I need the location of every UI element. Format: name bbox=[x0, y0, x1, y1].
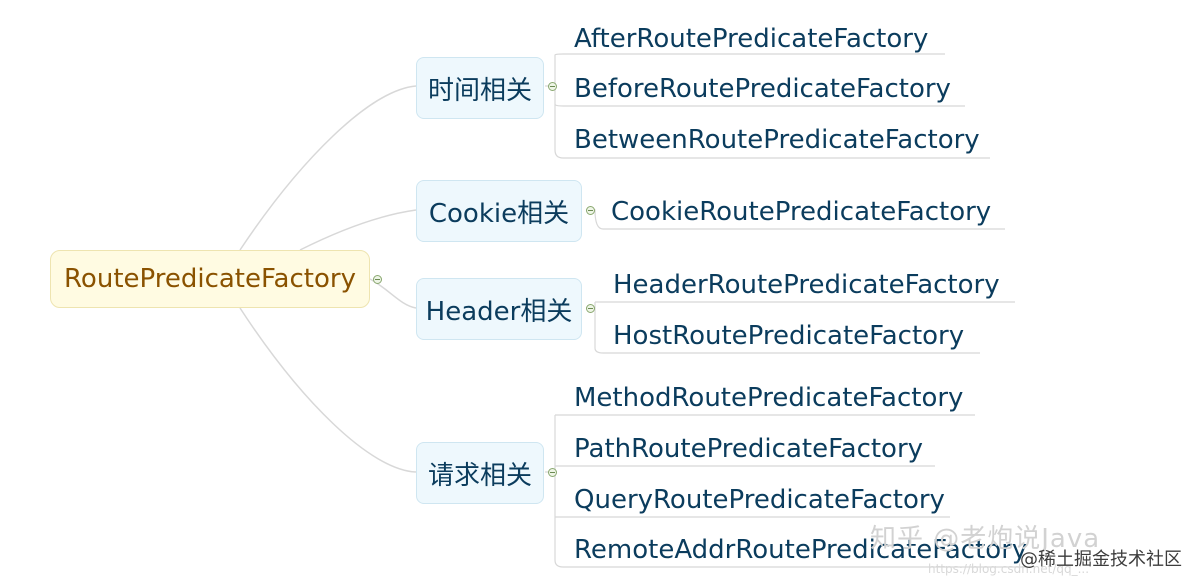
watermark-community: @稀土掘金技术社区 bbox=[1020, 549, 1182, 570]
leaf-item[interactable]: HeaderRoutePredicateFactory bbox=[613, 270, 1000, 300]
category-node-header[interactable]: Header相关 bbox=[416, 278, 582, 340]
leaf-item[interactable]: RemoteAddrRoutePredicateFactory bbox=[574, 535, 1028, 565]
category-node-request[interactable]: 请求相关 bbox=[416, 442, 544, 504]
root-label: RoutePredicateFactory bbox=[64, 264, 356, 294]
leaf-item[interactable]: BetweenRoutePredicateFactory bbox=[574, 125, 980, 155]
connector-root-time bbox=[239, 85, 417, 251]
watermark-text: 知乎 @老炮说Java bbox=[870, 524, 1101, 554]
category-node-cookie[interactable]: Cookie相关 bbox=[416, 180, 582, 242]
category-label: Header相关 bbox=[425, 296, 573, 327]
category-collapse-icon[interactable] bbox=[548, 468, 557, 477]
category-label: Cookie相关 bbox=[428, 198, 570, 229]
root-collapse-icon[interactable] bbox=[373, 275, 382, 284]
leaf-item[interactable]: AfterRoutePredicateFactory bbox=[574, 24, 929, 54]
leaf-item[interactable]: HostRoutePredicateFactory bbox=[613, 321, 965, 351]
leaf-item[interactable]: BeforeRoutePredicateFactory bbox=[574, 74, 951, 104]
category-node-time[interactable]: 时间相关 bbox=[416, 57, 544, 119]
leaf-item[interactable]: CookieRoutePredicateFactory bbox=[611, 197, 992, 227]
connector-root-request bbox=[239, 307, 417, 473]
category-label: 时间相关 bbox=[427, 75, 532, 106]
category-collapse-icon[interactable] bbox=[586, 206, 595, 215]
leaf-item[interactable]: MethodRoutePredicateFactory bbox=[574, 383, 964, 413]
category-collapse-icon[interactable] bbox=[586, 304, 595, 313]
leaf-item[interactable]: QueryRoutePredicateFactory bbox=[574, 485, 945, 515]
connector-root-cookie bbox=[299, 209, 417, 251]
category-collapse-icon[interactable] bbox=[548, 82, 557, 91]
category-label: 请求相关 bbox=[427, 460, 532, 491]
bracket-cookie bbox=[590, 209, 1005, 230]
root-node[interactable]: RoutePredicateFactory bbox=[50, 250, 370, 308]
watermark-url: https://blog.csdn.net/qq_... bbox=[928, 562, 1090, 576]
leaf-item[interactable]: PathRoutePredicateFactory bbox=[574, 434, 924, 464]
